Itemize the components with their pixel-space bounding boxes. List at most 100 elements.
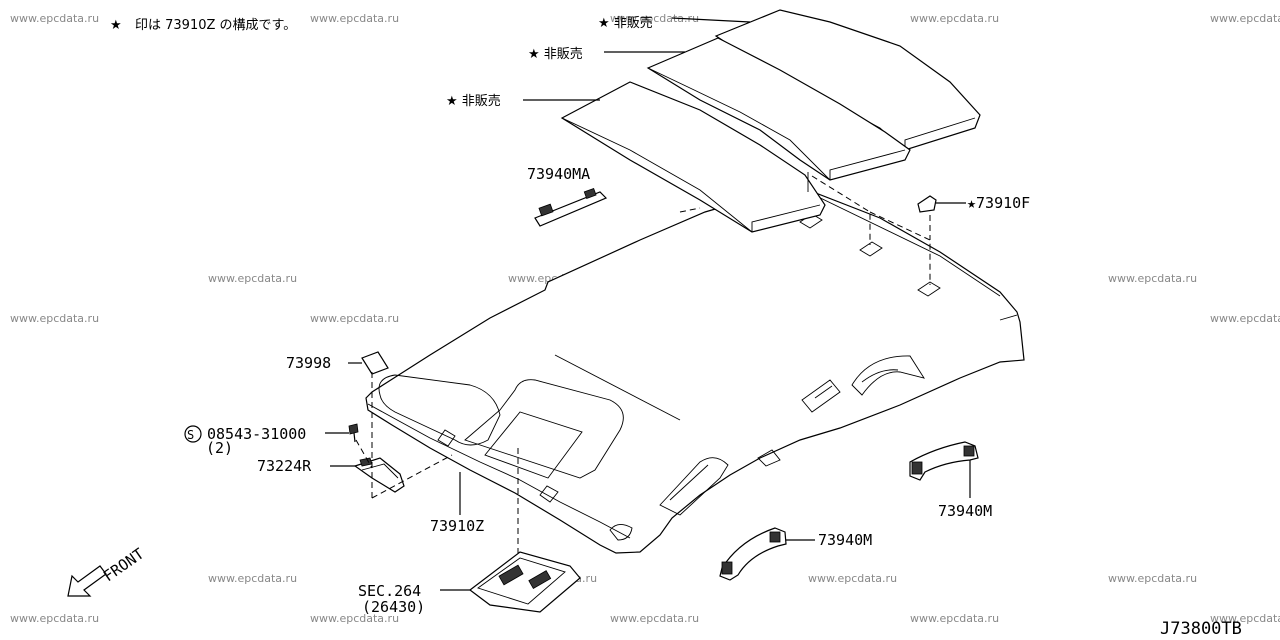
watermark-text: www.epcdata.ru	[10, 12, 99, 25]
clip-hole	[539, 485, 559, 503]
headlining-rear-edge	[807, 191, 1001, 297]
label-hihanbai-1: ★ 非販売	[598, 15, 653, 31]
grip-recess	[801, 379, 841, 413]
watermark-text: www.epcdata.ru	[310, 612, 399, 625]
map-lamp-lens	[498, 564, 524, 586]
label-73998: 73998	[286, 354, 331, 372]
watermark-text: www.epcdata.ru	[208, 572, 297, 585]
label-08543-qty: (2)	[206, 439, 233, 457]
clip-pad	[917, 281, 941, 297]
part-73910F	[917, 195, 966, 213]
grip-73940M-lower	[719, 527, 787, 581]
grip-recess-inner	[861, 369, 899, 383]
watermark-text: www.epcdata.ru	[910, 612, 999, 625]
part-73940M-lower	[719, 527, 815, 581]
grip-recess-inner	[669, 464, 709, 501]
clip-pad	[859, 241, 883, 257]
sunvisor-recess-left	[378, 374, 501, 446]
map-lamp-lens	[528, 570, 552, 590]
panel-front-edge	[751, 204, 821, 232]
watermark-text: www.epcdata.ru	[10, 312, 99, 325]
note-star: ★	[110, 18, 122, 33]
panel-middle	[646, 37, 911, 181]
grip-recess-inner	[814, 385, 833, 399]
headlining-outline	[365, 189, 1025, 554]
clip-hole	[437, 429, 456, 447]
watermark-text: www.epcdata.ru	[10, 612, 99, 625]
screw-symbol-circle	[184, 425, 202, 443]
front-arrow-icon	[67, 565, 107, 597]
header-note: ★ 印は 73910Z の構成です。	[110, 18, 296, 33]
front-arrow: FRONT	[67, 545, 147, 597]
headlining-edge-line	[999, 314, 1018, 321]
part-73940MA	[534, 187, 608, 227]
panel-middle-edge	[647, 67, 831, 181]
grip-recess	[659, 457, 729, 516]
pad-73998	[361, 351, 389, 375]
grip-73940M-upper-end	[911, 461, 923, 475]
label-sec264: SEC.264	[358, 582, 421, 600]
leader-line	[671, 17, 751, 23]
watermark-text: www.epcdata.ru	[808, 572, 897, 585]
label-73910F: ★73910F	[967, 194, 1030, 212]
headlining-crease	[554, 354, 681, 421]
watermark-text: www.epcdata.ru	[208, 272, 297, 285]
clip-73910F-body	[917, 195, 937, 213]
label-73940M-right: 73940M	[938, 502, 992, 520]
clip-hole	[757, 449, 781, 467]
label-sec264-sub: (26430)	[362, 598, 425, 616]
label-73940M-left: 73940M	[818, 531, 872, 549]
map-lamp-top	[477, 557, 566, 605]
grip-73940M-lower-end	[769, 531, 781, 543]
guide-line	[869, 211, 931, 285]
guide-line	[371, 454, 453, 499]
watermark-text: www.epcdata.ru	[610, 12, 699, 25]
screw-shank	[353, 432, 356, 443]
diagram-code: J73800TB	[1160, 619, 1242, 639]
note-text: 印は 73910Z の構成です。	[135, 18, 296, 33]
panel-middle-edge	[829, 149, 906, 180]
label-08543-31000: 08543-31000	[207, 425, 306, 443]
guide-line	[355, 439, 373, 469]
watermark-text: www.epcdata.ru	[310, 312, 399, 325]
part-map-lamp	[440, 551, 581, 613]
panel-front-shape	[560, 81, 826, 233]
label-hihanbai-3: ★ 非販売	[446, 93, 501, 109]
grip-73940M-lower-end	[721, 561, 733, 575]
guide-line	[811, 175, 871, 245]
watermark-text: www.epcdata.ru	[1210, 612, 1280, 625]
grip-73940MA-clip	[583, 187, 597, 199]
label-73910Z: 73910Z	[430, 517, 484, 535]
watermark-text: www.epcdata.ru	[910, 12, 999, 25]
watermark-text: www.epcdata.ru	[1210, 12, 1280, 25]
watermark-text: www.epcdata.ru	[610, 612, 699, 625]
grip-recess	[851, 355, 925, 396]
panel-front-edge	[561, 117, 753, 233]
guide-line	[679, 207, 701, 213]
label-73224R: 73224R	[257, 457, 312, 475]
map-lamp-opening	[484, 411, 583, 479]
watermark-text: www.epcdata.ru	[1210, 312, 1280, 325]
headlining-edge-line	[367, 403, 631, 539]
grip-73940M-upper-end	[963, 445, 975, 457]
watermark-text: www.epcdata.ru	[1108, 272, 1197, 285]
screw-head	[348, 423, 359, 435]
part-73940M-upper	[909, 441, 979, 498]
bracket-73224R-detail	[361, 463, 399, 479]
part-73998	[348, 351, 389, 375]
panel-front	[560, 81, 826, 233]
front-label: FRONT	[100, 545, 147, 586]
watermark-text: www.epcdata.ru	[1108, 572, 1197, 585]
map-lamp-body	[469, 551, 581, 613]
label-73940MA: 73940MA	[527, 165, 590, 183]
panel-middle-shape	[646, 37, 911, 181]
watermark-text: www.epcdata.ru	[310, 12, 399, 25]
part-08543: S	[184, 423, 359, 443]
map-lamp-recess	[464, 379, 624, 479]
headlining-73910Z	[365, 189, 1025, 554]
clip-hole	[609, 524, 633, 541]
label-hihanbai-2: ★ 非販売	[528, 46, 583, 62]
grip-73940MA-body	[534, 191, 608, 227]
